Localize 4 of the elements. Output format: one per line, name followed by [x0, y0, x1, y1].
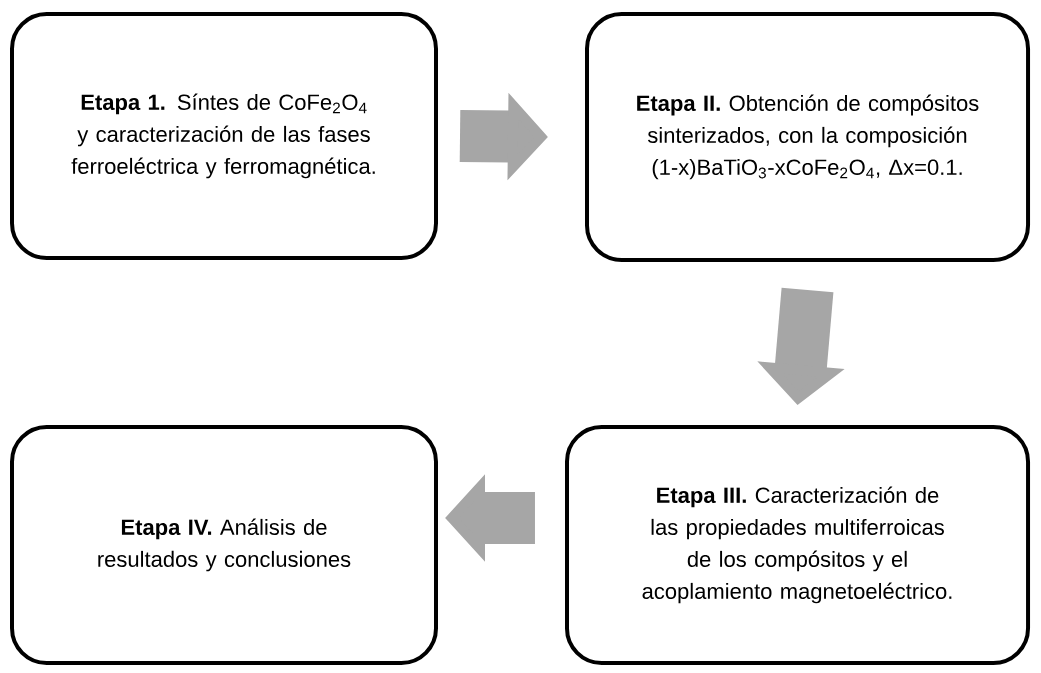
process-box: Etapa III. Caracterización de las propiedades multiferroicas de los compósitos y el acoplamiento magnetoeléctrico. — [564, 425, 1031, 665]
process-box: Etapa IV. Análisis de resultados y conclusiones — [10, 425, 438, 665]
process-box: Etapa 1. Síntes de CoFe$_{2}$O$_{4}$ y caracterización de las fases ferroeléctrica y ferromagnética. — [10, 12, 438, 260]
process-box: Etapa II. Obtención de compósitos sinterizados, con la composición (1-x)BaTiO$_{3}$-xCoFe$_{2}$O$_{4}$, Δx=0.1. — [585, 12, 1031, 262]
